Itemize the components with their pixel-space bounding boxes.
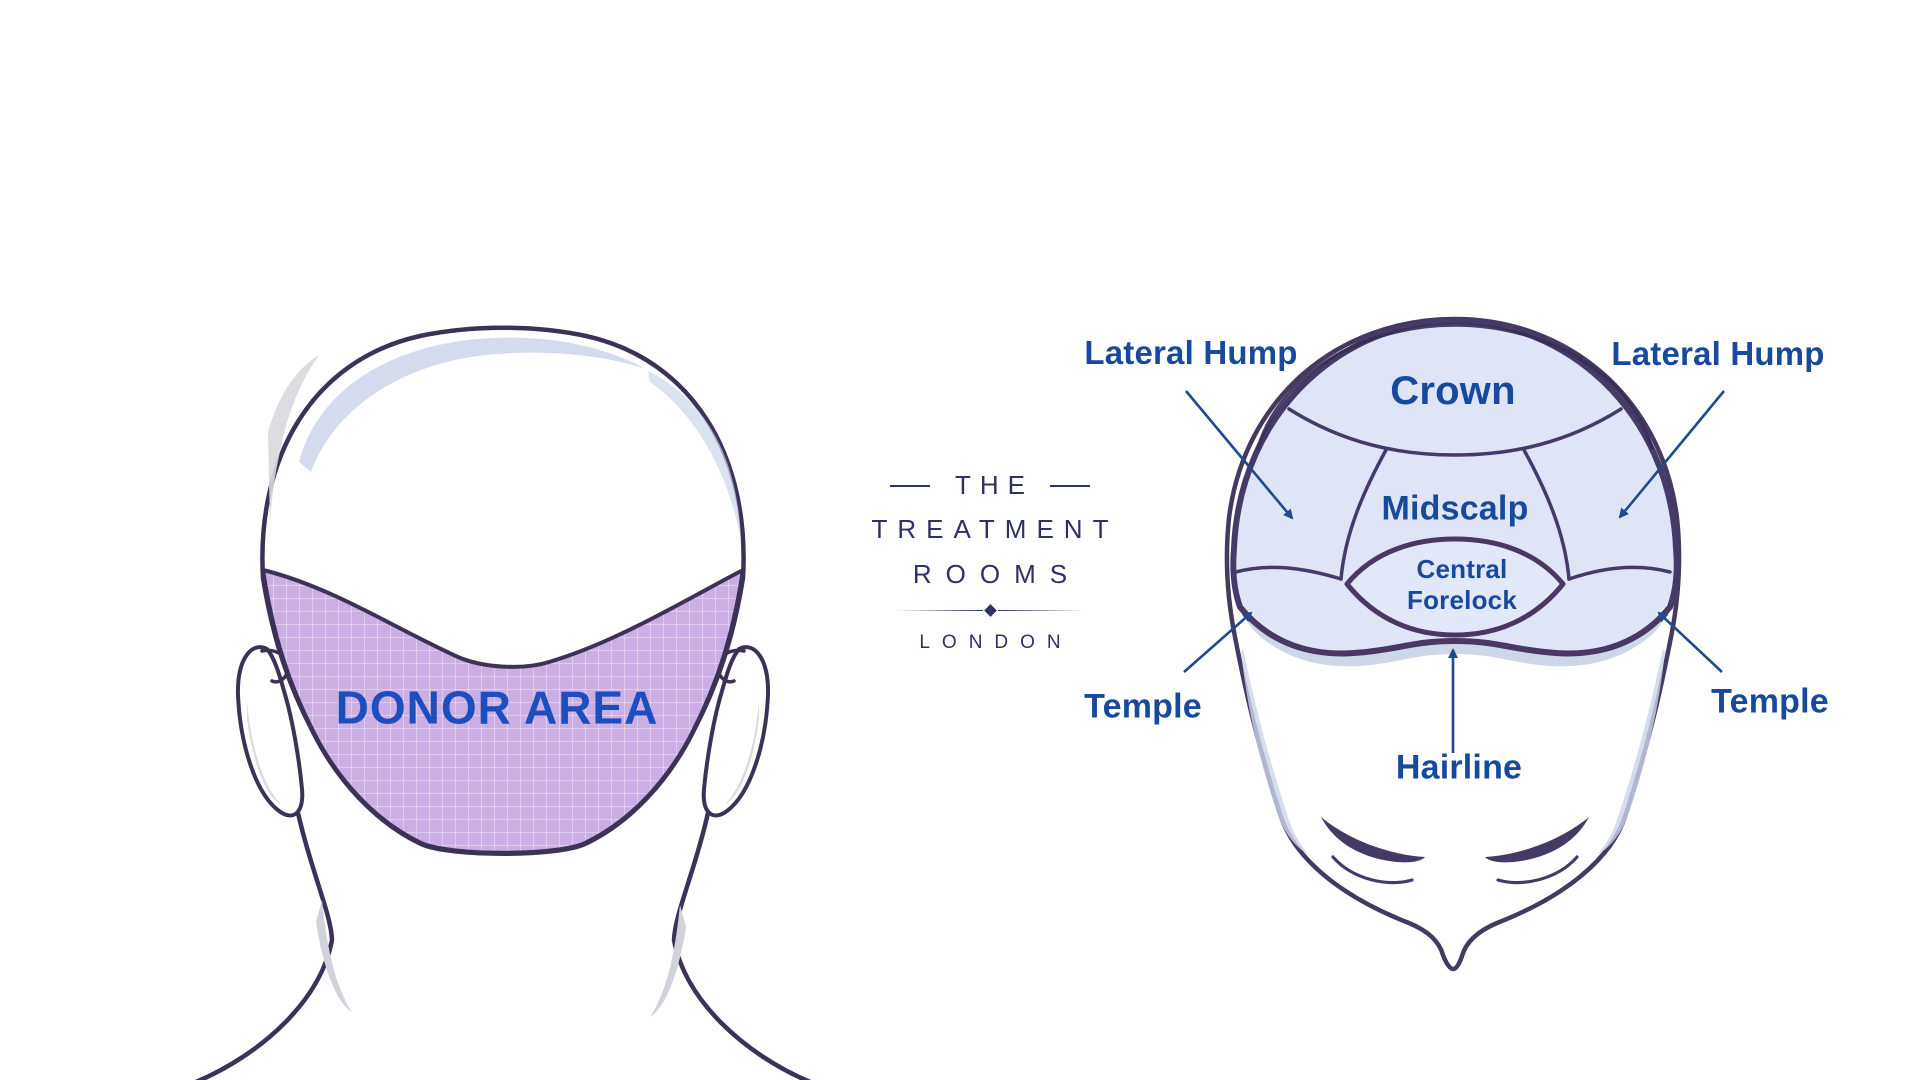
label-lateral-hump-right: Lateral Hump: [1611, 334, 1825, 372]
label-hairline: Hairline: [1395, 748, 1523, 787]
logo-line-treatment: TREATMENT: [871, 514, 1119, 544]
annotation-arrows: [1183, 390, 1726, 753]
skull-top-shading: [299, 337, 646, 472]
neck-shadow-left: [316, 900, 352, 1012]
logo-dash-right: [1050, 484, 1090, 487]
label-temple-right: Temple: [1711, 682, 1829, 721]
skull-left-shading: [268, 355, 319, 530]
neck-left-outline: [194, 792, 335, 1080]
midscalp-boundary-right: [1522, 448, 1571, 581]
logo-divider-line-left: [895, 609, 983, 612]
midscalp-boundary-left: [1339, 448, 1388, 581]
temple-separator-left: [1234, 565, 1343, 581]
front-head-illustration: [1224, 316, 1682, 972]
ear-left: [235, 645, 305, 818]
logo-diamond-icon: [983, 604, 997, 617]
eye-right: [1496, 855, 1579, 885]
ear-right-shadow: [725, 702, 759, 804]
logo-line-the: THE: [955, 470, 1034, 500]
logo-line-rooms: ROOMS: [912, 559, 1082, 589]
label-crown: Crown: [1390, 369, 1516, 413]
logo-line-london: LONDON: [919, 632, 1073, 653]
ear-right: [701, 645, 771, 818]
skull-right-shading: [648, 371, 741, 540]
hairline-curve: [1237, 604, 1673, 656]
arrow-lateral-hump-left: [1185, 390, 1294, 520]
label-lateral-hump-left: Lateral Hump: [1084, 333, 1298, 371]
ear-left-shadow: [247, 702, 281, 804]
arrow-lateral-hump-right: [1618, 390, 1726, 519]
back-head-illustration: [194, 325, 812, 1080]
label-central-forelock: Central Forelock: [1407, 553, 1517, 615]
donor-area-region: [261, 568, 745, 855]
eyebrow-left: [1321, 817, 1425, 863]
central-forelock-region: [1344, 536, 1566, 638]
arrow-temple-left: [1183, 611, 1253, 673]
arrow-temple-right: [1657, 611, 1723, 673]
logo-dash-left: [890, 484, 930, 487]
neck-shadow-right: [650, 905, 686, 1017]
crown-boundary: [1287, 407, 1623, 457]
label-temple-left: Temple: [1084, 687, 1202, 726]
label-midscalp: Midscalp: [1381, 489, 1529, 528]
neck-right-outline: [671, 792, 812, 1080]
scalp-top-rim: [1256, 323, 1654, 450]
logo-divider: [895, 604, 1085, 617]
donor-area-label: DONOR AREA: [335, 681, 659, 734]
clinic-logo: THE TREATMENT ROOMS LONDON: [840, 470, 1140, 654]
eye-left: [1331, 855, 1414, 885]
logo-divider-line-right: [997, 609, 1085, 612]
eyebrow-right: [1485, 817, 1589, 863]
temple-separator-right: [1567, 565, 1672, 581]
